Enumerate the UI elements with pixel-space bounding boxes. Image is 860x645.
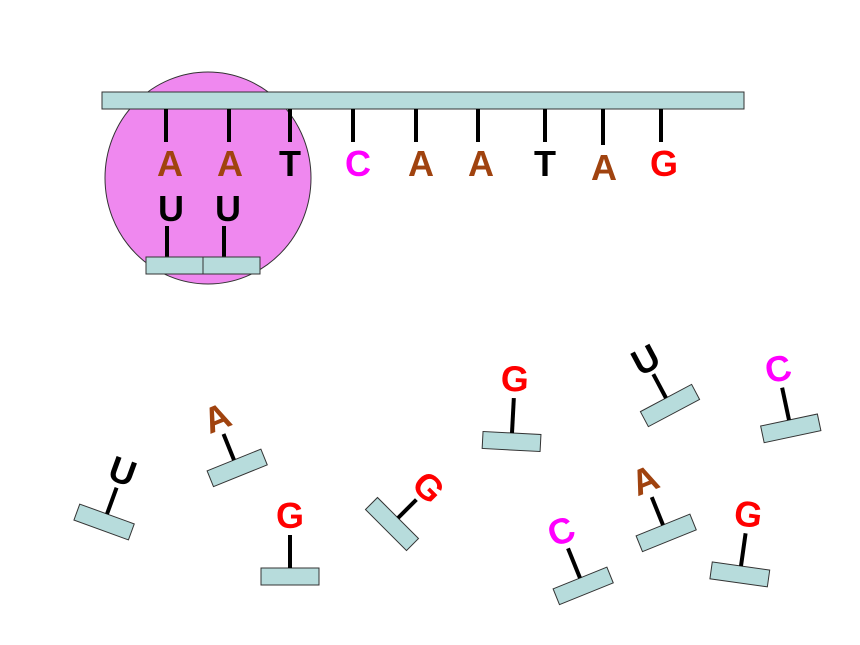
template-base-1: A: [157, 109, 183, 184]
template-base-letter: A: [408, 143, 434, 184]
ribosome-ellipse: [104, 71, 312, 285]
free-base-letter: A: [197, 394, 236, 442]
template-base-letter: A: [217, 143, 243, 184]
bound-nucleotide-1: U: [145, 188, 205, 275]
free-nucleotide-3: G: [260, 495, 320, 586]
free-nucleotide-4: G: [364, 463, 453, 552]
free-nucleotide-6: U: [624, 335, 701, 428]
template-base-letter: T: [534, 143, 556, 184]
template-base-6: A: [468, 109, 494, 184]
bound-base-letter: U: [158, 188, 184, 229]
free-base-letter: U: [624, 335, 666, 383]
free-nucleotide-7: C: [760, 346, 822, 444]
bound-nucleotides: U U: [145, 188, 261, 275]
template-base-2: A: [217, 109, 243, 184]
free-base-letter: U: [103, 448, 141, 495]
template-base-9: G: [650, 109, 678, 184]
bound-nucleotide-sugar: [145, 256, 205, 275]
free-base-letter: C: [761, 346, 795, 392]
bound-nucleotide-sugar: [202, 256, 261, 275]
template-base-letter: T: [279, 143, 301, 184]
template-base-letter: A: [591, 147, 617, 188]
template-base-4: C: [345, 109, 371, 184]
template-base-letter: C: [345, 143, 371, 184]
free-base-letter: G: [276, 495, 304, 536]
template-base-7: T: [534, 109, 556, 184]
template-strand-bases: A A T C A A T A: [157, 109, 678, 188]
template-base-3: T: [279, 109, 301, 184]
template-strand-backbone: [101, 91, 745, 110]
bound-nucleotide-2: U: [202, 188, 261, 275]
free-nucleotide-10: G: [709, 492, 771, 588]
free-nucleotide-5: G: [481, 357, 542, 453]
template-base-5: A: [408, 109, 434, 184]
free-base-letter: G: [500, 357, 530, 399]
template-base-letter: A: [157, 143, 183, 184]
free-base-letter: G: [732, 492, 765, 537]
free-nucleotide-9: A: [625, 456, 697, 553]
free-base-letter: C: [541, 507, 580, 555]
template-base-letter: G: [650, 143, 678, 184]
template-base-8: A: [591, 109, 617, 188]
free-nucleotides: U A G G G U: [73, 335, 822, 606]
free-nucleotide-2: A: [197, 394, 268, 488]
template-base-letter: A: [468, 143, 494, 184]
free-nucleotide-1: U: [73, 448, 142, 541]
bound-base-letter: U: [215, 188, 241, 229]
free-nucleotide-8: C: [541, 507, 614, 606]
free-base-letter: A: [625, 456, 664, 504]
